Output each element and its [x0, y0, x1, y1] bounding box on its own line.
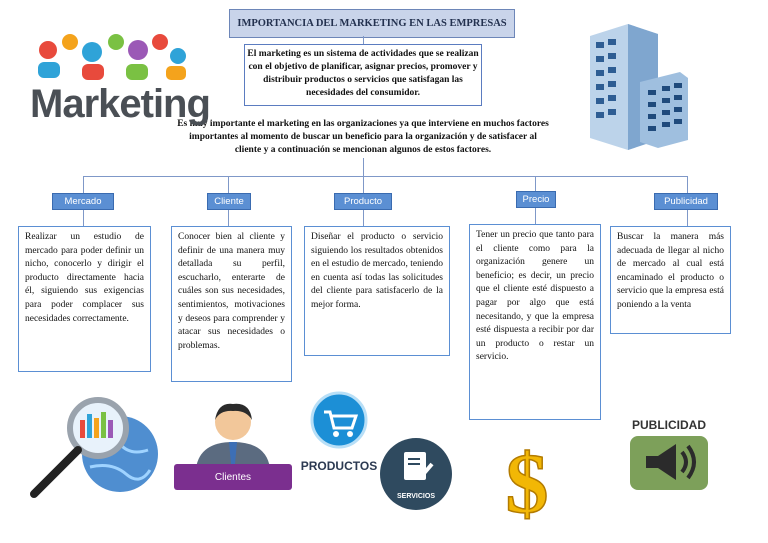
- description-publicidad: Buscar la manera más adecuada de llegar …: [610, 226, 731, 334]
- connector-drop-1: [83, 176, 84, 193]
- connector-vertical-main: [363, 158, 364, 176]
- description-precio: Tener un precio que tanto para el client…: [469, 224, 601, 420]
- market-magnifier-globe-icon: [30, 397, 158, 498]
- clients-label-bar: Clientes: [174, 464, 292, 490]
- description-cliente: Conocer bien al cliente y definir de una…: [171, 226, 292, 382]
- connector-box-4: [535, 208, 536, 224]
- svg-text:$: $: [506, 438, 549, 524]
- clients-label: Clientes: [214, 471, 252, 483]
- description-mercado: Realizar un estudio de mercado para pode…: [18, 226, 151, 372]
- connector-drop-3: [363, 176, 364, 193]
- connector-horizontal: [83, 176, 687, 177]
- connector-drop-4: [535, 176, 536, 191]
- category-publicidad: Publicidad: [654, 193, 718, 210]
- shopping-cart-icon: [310, 391, 368, 449]
- marketing-logo-text: Marketing: [30, 82, 211, 126]
- client-person-icon: [196, 403, 270, 468]
- intro-text: Es muy importante el marketing en las or…: [177, 119, 549, 155]
- office-building-icon: [590, 24, 688, 150]
- connector-drop-2: [228, 176, 229, 193]
- client-avatar-image: Clientes: [174, 398, 292, 494]
- megaphone-icon: [630, 436, 708, 490]
- advertising-image: PUBLICIDAD: [624, 418, 714, 500]
- products-image: PRODUCTOS: [298, 390, 380, 473]
- definition-box: El marketing es un sistema de actividade…: [244, 44, 482, 106]
- connector-drop-5: [687, 176, 688, 193]
- diagram-title: IMPORTANCIA DEL MARKETING EN LAS EMPRESA…: [229, 9, 515, 38]
- category-producto: Producto: [334, 193, 392, 210]
- category-mercado: Mercado: [52, 193, 114, 210]
- advertising-label: PUBLICIDAD: [632, 418, 706, 432]
- social-icons-cluster-icon: [38, 34, 186, 80]
- connector-box-2: [228, 210, 229, 226]
- category-cliente: Cliente: [207, 193, 251, 210]
- connector-vertical: [363, 36, 364, 44]
- connector-box-3: [363, 210, 364, 226]
- connector-box-1: [83, 210, 84, 226]
- category-precio: Precio: [516, 191, 556, 208]
- dollar-sign-icon: $: [505, 438, 550, 524]
- connector-box-5: [687, 210, 688, 226]
- services-image: SERVICIOS: [380, 438, 452, 510]
- products-label: PRODUCTOS: [300, 459, 378, 473]
- edit-document-icon: [404, 452, 434, 480]
- services-label: SERVICIOS: [397, 493, 435, 500]
- description-producto: Diseñar el producto o servicio siguiendo…: [304, 226, 450, 356]
- marketing-logo: Marketing: [30, 28, 211, 126]
